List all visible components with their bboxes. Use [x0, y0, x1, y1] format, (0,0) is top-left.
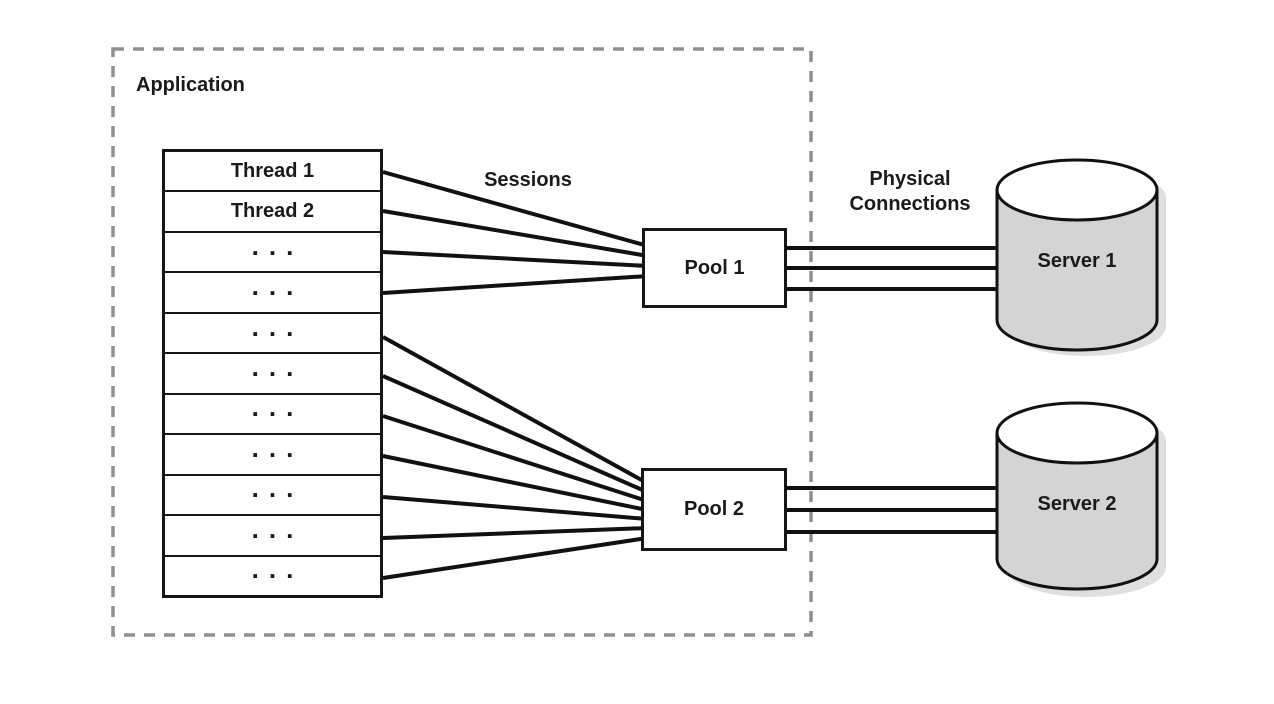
server1-body — [995, 190, 1159, 352]
pool1-label: Pool 1 — [684, 256, 745, 279]
session-line — [382, 335, 648, 485]
server2-cylinder-icon — [995, 401, 1166, 597]
thread-row-label: ... — [251, 230, 304, 261]
server1-top — [995, 158, 1159, 222]
session-line — [382, 526, 648, 540]
session-line — [382, 274, 649, 295]
thread-row: ... — [165, 230, 380, 274]
thread-row-label: ... — [251, 554, 304, 585]
pool2-label: Pool 2 — [683, 498, 744, 520]
session-line — [382, 250, 649, 268]
session-lines-pool2 — [382, 335, 648, 580]
thread-row-label: ... — [251, 311, 304, 342]
thread-row: ... — [165, 554, 380, 595]
thread-row-label: ... — [251, 392, 304, 423]
session-line — [382, 209, 649, 258]
thread-table: Thread 1 Thread 2 ... ... ... ... ... ..… — [162, 149, 383, 598]
server2-label: Server 2 — [1037, 493, 1117, 515]
thread-row-label: ... — [251, 271, 304, 302]
session-line — [382, 374, 648, 494]
physical-lines-server1 — [784, 246, 1005, 291]
server2-top — [995, 401, 1159, 465]
thread-row-label: ... — [251, 351, 304, 382]
application-label: Application — [136, 74, 245, 96]
server1-cylinder-icon — [995, 158, 1166, 356]
thread-row: Thread 1 — [165, 152, 380, 193]
server2-body — [995, 433, 1159, 591]
thread-row: ... — [165, 513, 380, 557]
session-lines-pool1 — [382, 170, 649, 295]
thread-row-label: ... — [251, 513, 304, 544]
pool2-box: Pool 2 — [641, 468, 787, 551]
thread-row-label: ... — [251, 432, 304, 463]
thread-row-label: Thread 2 — [230, 200, 315, 223]
thread-row: Thread 2 — [165, 192, 380, 233]
session-line — [382, 170, 649, 248]
thread-row: ... — [165, 432, 380, 476]
thread-row-label: ... — [251, 473, 304, 504]
sessions-label: Sessions — [484, 169, 572, 191]
thread-row-label: Thread 1 — [230, 159, 315, 182]
thread-row: ... — [165, 473, 380, 517]
pool1-box: Pool 1 — [642, 228, 787, 308]
physical-lines-server2 — [784, 486, 1005, 534]
thread-row: ... — [165, 392, 380, 436]
session-line — [382, 536, 648, 580]
session-line — [382, 495, 648, 521]
session-line — [382, 454, 648, 512]
thread-row: ... — [165, 351, 380, 395]
application-boundary-dashed-rect — [111, 47, 813, 637]
thread-row: ... — [165, 311, 380, 355]
server1-label: Server 1 — [1037, 250, 1117, 272]
session-line — [382, 414, 648, 503]
physical-connections-label: Physical Connections — [849, 168, 971, 215]
thread-row: ... — [165, 271, 380, 314]
